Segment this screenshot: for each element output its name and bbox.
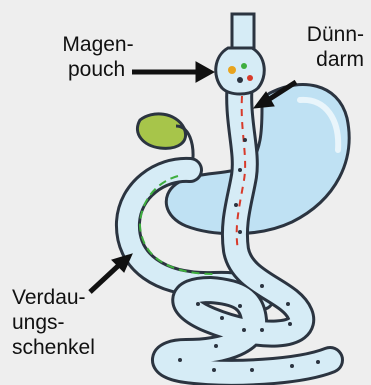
label-verdauungsschenkel-line2: ungs- <box>12 310 95 335</box>
label-magenpouch-line2: pouch <box>58 57 138 82</box>
label-magenpouch: Magen- pouch <box>58 32 138 82</box>
gallbladder <box>137 114 185 148</box>
label-verdauungsschenkel-line3: schenkel <box>12 335 95 360</box>
label-verdauungsschenkel-line1: Verdau- <box>12 285 95 310</box>
label-duenndarm-line2: darm <box>290 47 364 72</box>
arrow-verdauungsschenkel <box>90 254 132 292</box>
esophagus <box>232 14 254 48</box>
arrow-magenpouch <box>132 62 214 82</box>
stomach-pouch <box>216 48 265 94</box>
label-duenndarm-line1: Dünn- <box>290 22 364 47</box>
label-verdauungsschenkel: Verdau- ungs- schenkel <box>12 285 95 360</box>
label-magenpouch-line1: Magen- <box>58 32 138 57</box>
label-duenndarm: Dünn- darm <box>290 22 364 72</box>
